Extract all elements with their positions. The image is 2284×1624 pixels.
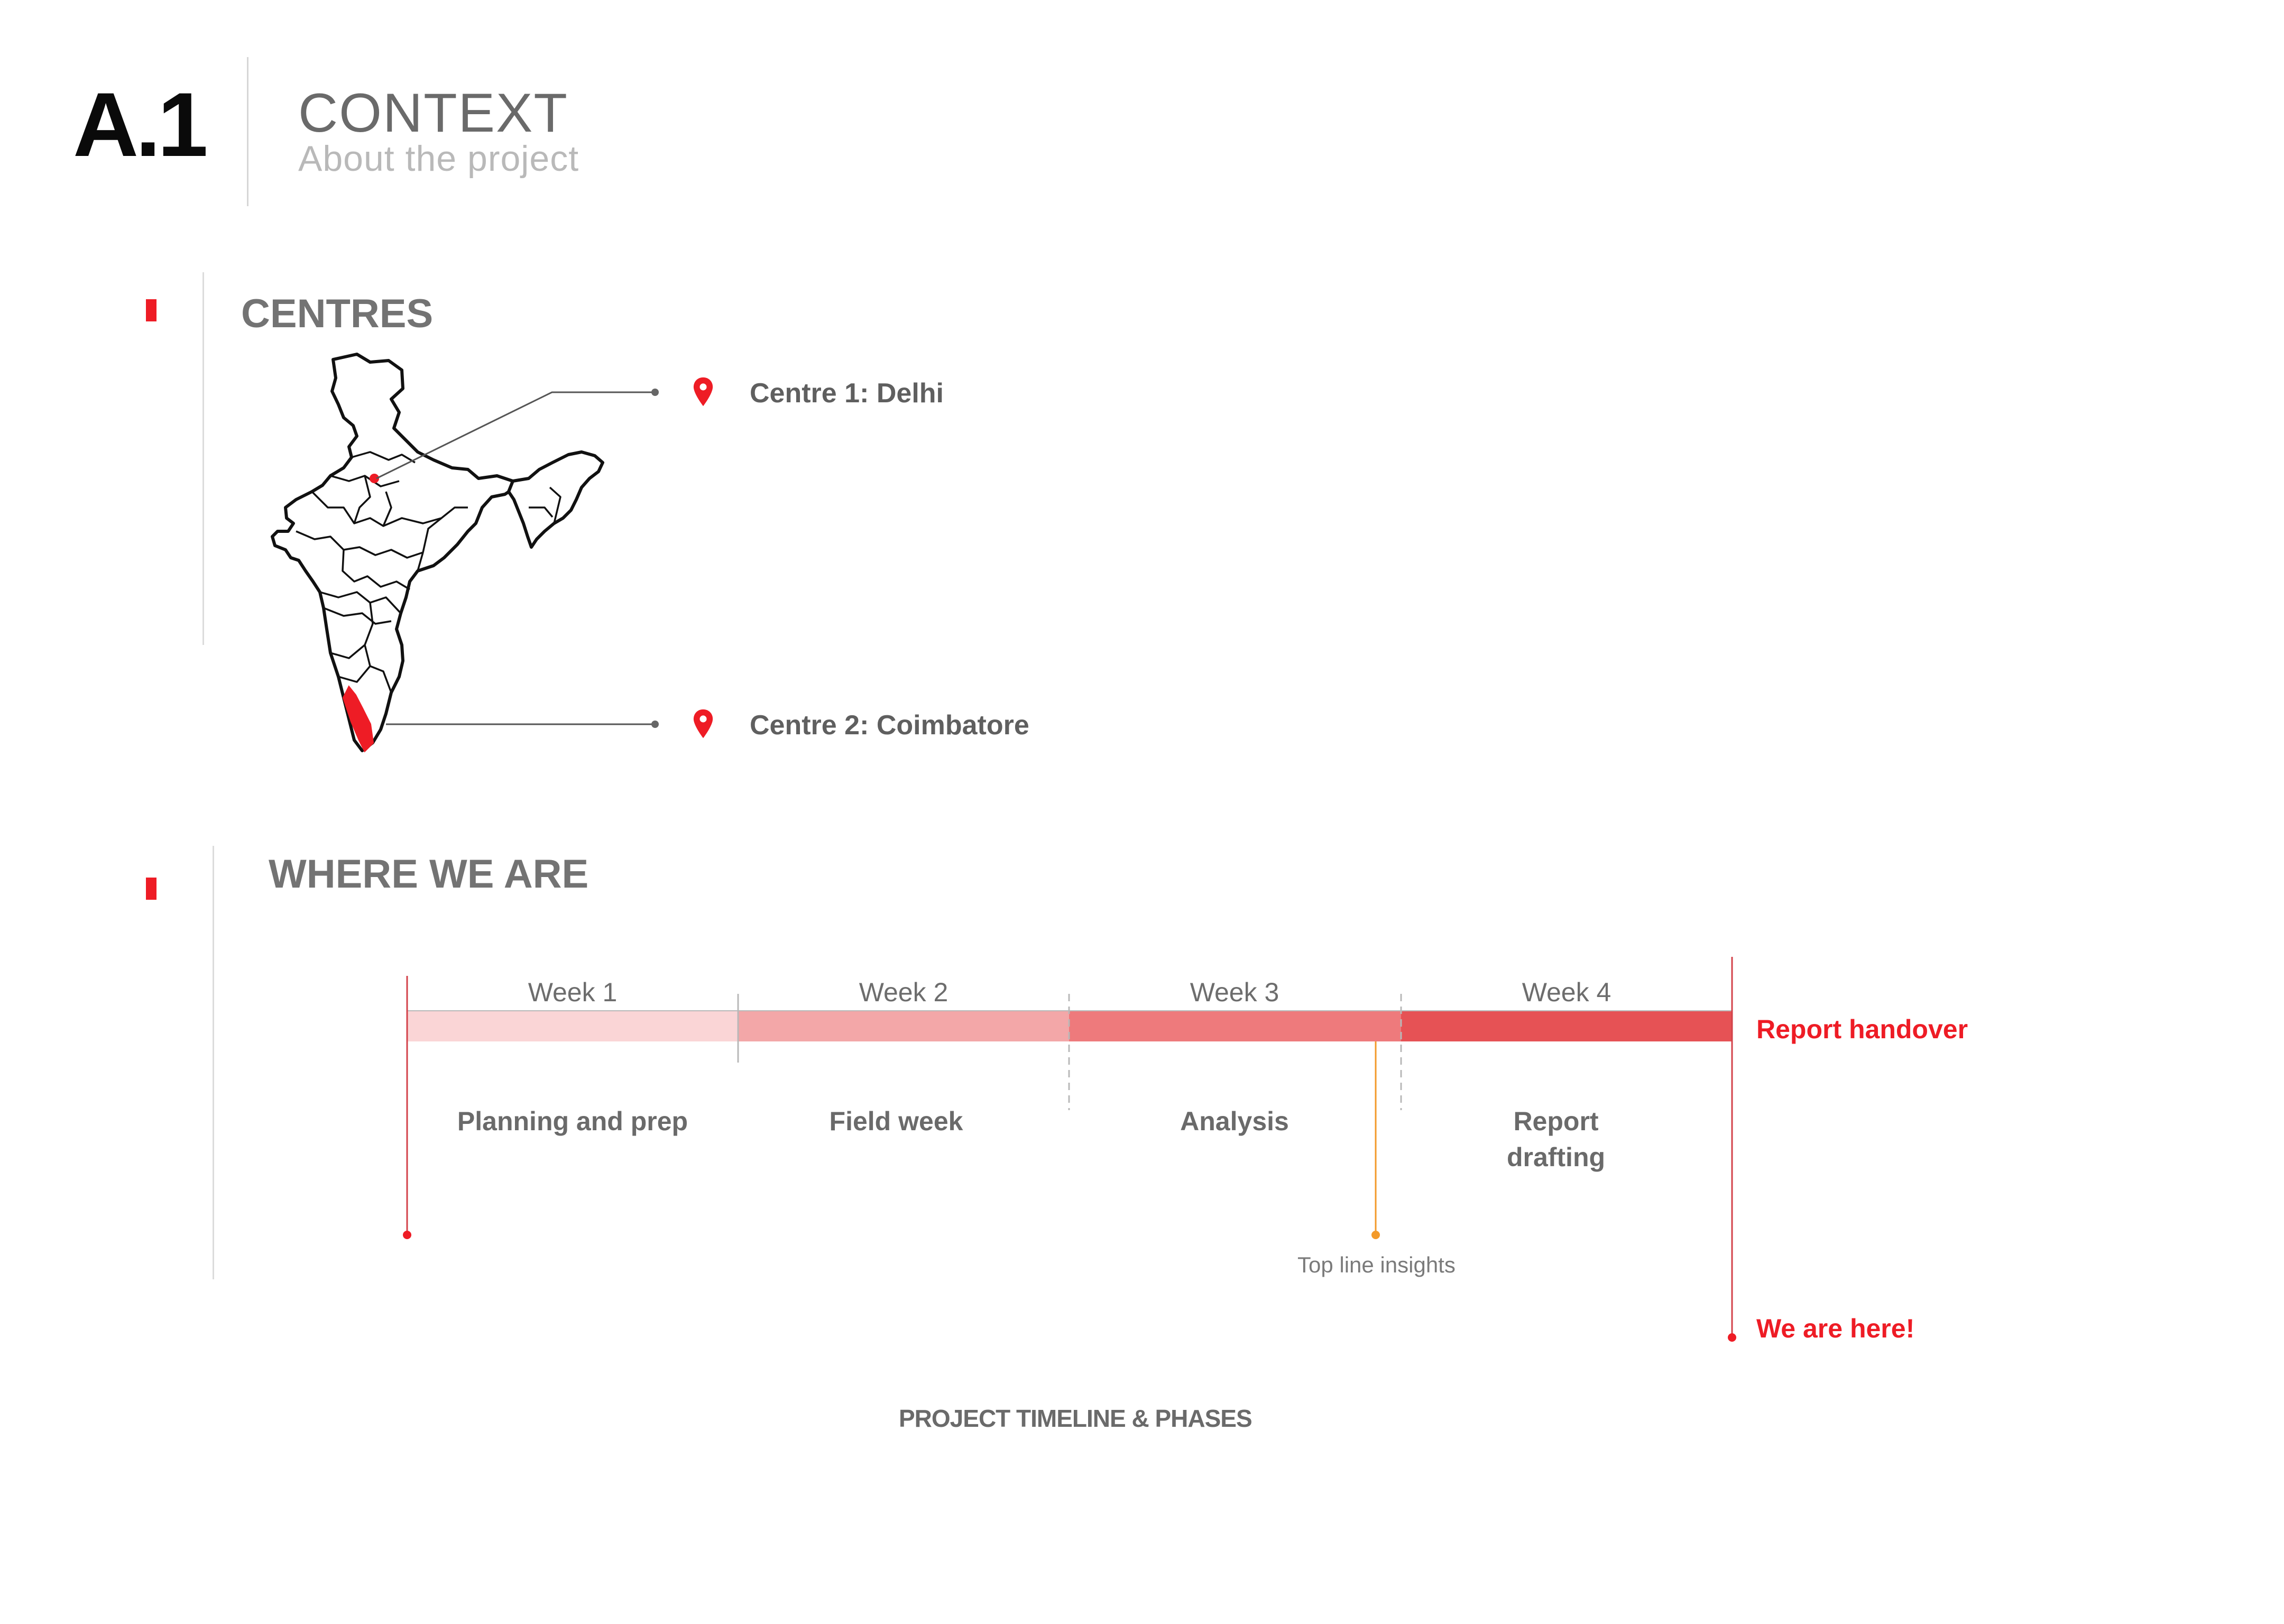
week-label: Week 4 <box>1522 977 1611 1007</box>
header-divider <box>247 57 248 206</box>
week-label: Week 2 <box>859 977 948 1007</box>
timeline-segment-week-2 <box>738 1011 1069 1041</box>
centre-label-coimbatore: Centre 2: Coimbatore <box>750 710 1029 741</box>
timeline-segment-week-4 <box>1401 1011 1732 1041</box>
timeline-graphics <box>403 957 1736 1342</box>
we-are-here-label: We are here! <box>1756 1314 1915 1343</box>
page-subtitle: About the project <box>298 139 579 179</box>
section-divider <box>213 846 214 1279</box>
section-marker <box>146 299 156 321</box>
page-title: CONTEXT <box>298 82 568 144</box>
location-pin-icon <box>693 377 713 407</box>
timeline-title: WHERE WE ARE <box>269 852 589 897</box>
section-divider <box>202 272 204 645</box>
milestone-report-handover: Report handover <box>1756 1014 1968 1044</box>
phase-label: Field week <box>829 1106 963 1136</box>
phase-label: Analysis <box>1180 1106 1289 1136</box>
section-number: A.1 <box>73 74 208 176</box>
week-label: Week 1 <box>528 977 618 1007</box>
highlight-region-kerala <box>342 685 374 753</box>
centres-title: CENTRES <box>241 291 434 336</box>
location-pin-icon <box>693 709 713 739</box>
milestone-top-line-insights: Top line insights <box>1297 1252 1456 1277</box>
india-map <box>271 353 604 753</box>
phase-label: Report drafting <box>1506 1106 1606 1172</box>
timeline-segment-week-1 <box>407 1011 738 1041</box>
timeline-segment-week-3 <box>1069 1011 1401 1041</box>
week-label: Week 3 <box>1190 977 1279 1007</box>
phase-label: Planning and prep <box>457 1106 688 1136</box>
timeline-caption: PROJECT TIMELINE & PHASES <box>899 1405 1252 1432</box>
delhi-marker <box>370 474 379 483</box>
centre-leader-lines <box>376 389 659 728</box>
centre-label-delhi: Centre 1: Delhi <box>750 378 944 409</box>
section-marker <box>146 878 156 900</box>
